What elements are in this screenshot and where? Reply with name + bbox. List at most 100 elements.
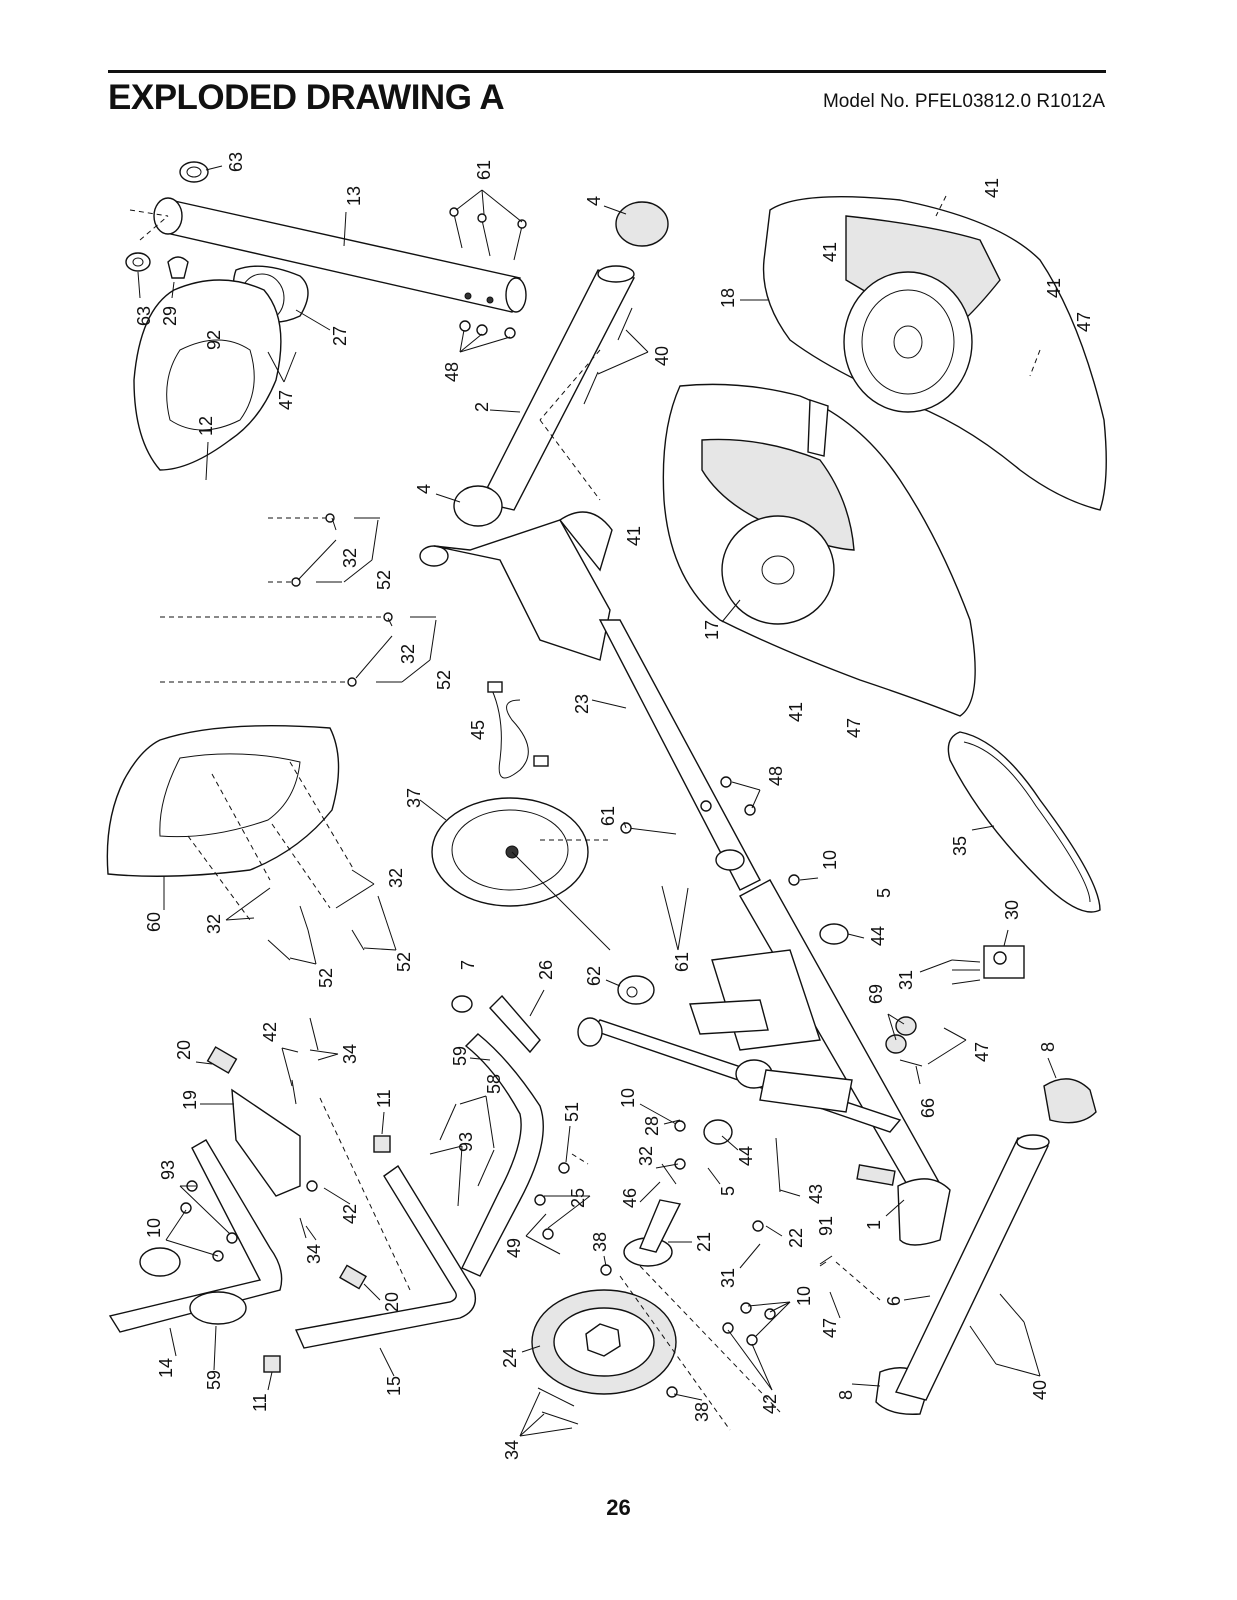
part-48-61-mid-hardware — [620, 776, 756, 871]
callout-44: 44 — [868, 926, 888, 946]
callout-11-b: 11 — [250, 1393, 270, 1412]
callout-32: 32 — [340, 548, 360, 568]
callout-44-b: 44 — [736, 1146, 756, 1166]
callout-93-b: 93 — [456, 1132, 476, 1152]
model-number: Model No. PFEL03812.0 R1012A — [822, 91, 1105, 112]
callout-14: 14 — [156, 1358, 176, 1378]
callout-34: 34 — [340, 1044, 360, 1064]
part-23-frame-upper — [419, 511, 761, 891]
callout-61: 61 — [474, 160, 494, 180]
callout-61-b: 61 — [598, 806, 618, 826]
callout-63: 63 — [226, 152, 246, 172]
callout-28: 28 — [642, 1116, 662, 1136]
callout-34-b: 34 — [304, 1244, 324, 1264]
part-1-main-frame — [577, 879, 951, 1246]
callout-17: 17 — [702, 620, 722, 640]
header-rule — [108, 70, 1106, 73]
callout-93: 93 — [158, 1160, 178, 1180]
callout-66: 66 — [918, 1098, 938, 1118]
callout-47: 47 — [1074, 312, 1094, 332]
callout-41: 41 — [982, 178, 1002, 198]
callout-59: 59 — [450, 1046, 470, 1066]
callout-20-b: 20 — [382, 1292, 402, 1312]
callout-41-d: 41 — [624, 526, 644, 546]
callout-38-b: 38 — [692, 1402, 712, 1422]
misc-hardware — [180, 874, 881, 1431]
callout-63-b: 63 — [134, 306, 154, 326]
callout-32-c: 32 — [204, 914, 224, 934]
callout-15: 15 — [384, 1376, 404, 1396]
callout-38: 38 — [590, 1232, 610, 1252]
callout-10-b: 10 — [618, 1088, 638, 1108]
part-40-bolts-upper — [583, 307, 633, 405]
callout-59-b: 59 — [204, 1370, 224, 1390]
callout-1: 1 — [864, 1220, 884, 1230]
callout-24: 24 — [500, 1348, 520, 1368]
callout-42-c: 42 — [760, 1394, 780, 1414]
callout-47-e: 47 — [820, 1318, 840, 1338]
callout-4: 4 — [584, 196, 604, 206]
part-24-pulley — [531, 1289, 677, 1395]
part-21-crank-axle — [623, 1199, 682, 1267]
callout-60: 60 — [144, 912, 164, 932]
callout-8: 8 — [1038, 1042, 1058, 1052]
callout-51: 51 — [562, 1102, 582, 1122]
callout-6: 6 — [884, 1296, 904, 1306]
callout-26: 26 — [536, 960, 556, 980]
part-30-sensor-bracket — [951, 945, 1025, 985]
callout-23: 23 — [572, 694, 592, 714]
callout-7: 7 — [458, 960, 478, 970]
part-45-wire-harness — [487, 681, 549, 779]
callout-10-d: 10 — [794, 1286, 814, 1306]
seat-hardware-lines — [160, 513, 436, 687]
callout-42: 42 — [260, 1022, 280, 1042]
part-69-66 — [885, 1016, 923, 1067]
callout-19: 19 — [180, 1090, 200, 1110]
callout-29: 29 — [160, 306, 180, 326]
callout-52-c: 52 — [316, 968, 336, 988]
part-11-end-caps — [263, 1135, 391, 1373]
callout-32-b: 32 — [398, 644, 418, 664]
callout-45: 45 — [468, 720, 488, 740]
callout-41-c: 41 — [1044, 278, 1064, 298]
seat-back-hardware-lines — [187, 761, 387, 961]
part-60-seat-back — [106, 725, 340, 877]
page-title: EXPLODED DRAWING A — [108, 78, 505, 117]
page-number: 26 — [606, 1495, 631, 1520]
callout-4-b: 4 — [414, 484, 434, 494]
callout-11: 11 — [374, 1089, 394, 1108]
callout-20: 20 — [174, 1040, 194, 1060]
callout-32-d: 32 — [386, 868, 406, 888]
callout-43: 43 — [806, 1184, 826, 1204]
callout-18: 18 — [718, 288, 738, 308]
callout-31: 31 — [896, 970, 916, 990]
callout-25: 25 — [568, 1188, 588, 1208]
callout-52-d: 52 — [394, 952, 414, 972]
callout-34-c: 34 — [502, 1440, 522, 1460]
part-19-bracket — [206, 1046, 367, 1290]
callout-41-e: 41 — [786, 702, 806, 722]
part-59-handlebar — [451, 994, 544, 1277]
callout-47-d: 47 — [972, 1042, 992, 1062]
callout-47-c: 47 — [844, 718, 864, 738]
callout-2: 2 — [472, 402, 492, 412]
callout-22: 22 — [786, 1228, 806, 1248]
callout-46: 46 — [620, 1188, 640, 1208]
callout-41-b: 41 — [820, 242, 840, 262]
callout-40: 40 — [652, 346, 672, 366]
callout-42-b: 42 — [340, 1204, 360, 1224]
callout-37: 37 — [404, 788, 424, 808]
leader-lines — [137, 165, 1057, 1437]
part-37-brake-assembly — [431, 797, 611, 951]
part-17-left-shroud — [662, 383, 976, 717]
part-14-front-leg — [108, 1139, 283, 1333]
part-6-rear-stabilizer — [895, 1134, 1050, 1401]
part-12-seat — [133, 279, 282, 471]
callout-48-b: 48 — [766, 766, 786, 786]
part-2-seat-post — [478, 265, 636, 511]
callout-69: 69 — [866, 984, 886, 1004]
callout-5: 5 — [874, 888, 894, 898]
callout-52-b: 52 — [434, 670, 454, 690]
part-35-drive-belt — [947, 731, 1101, 913]
